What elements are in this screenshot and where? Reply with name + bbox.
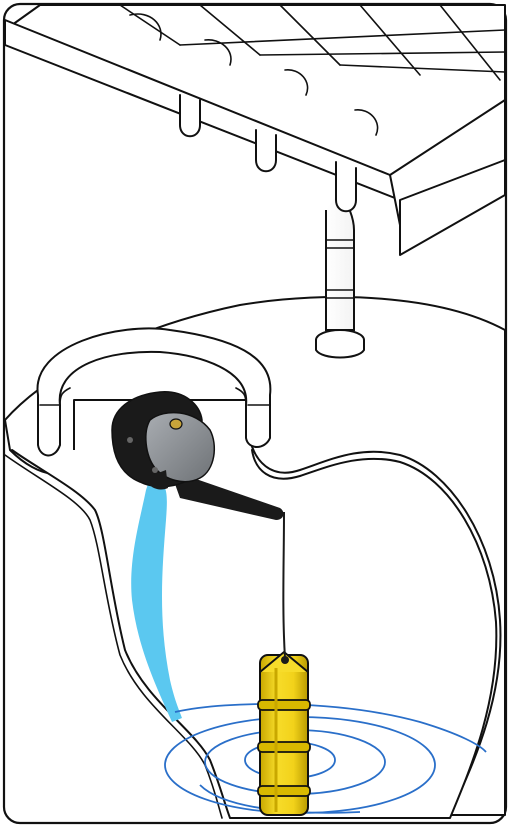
float-switch bbox=[258, 652, 310, 815]
